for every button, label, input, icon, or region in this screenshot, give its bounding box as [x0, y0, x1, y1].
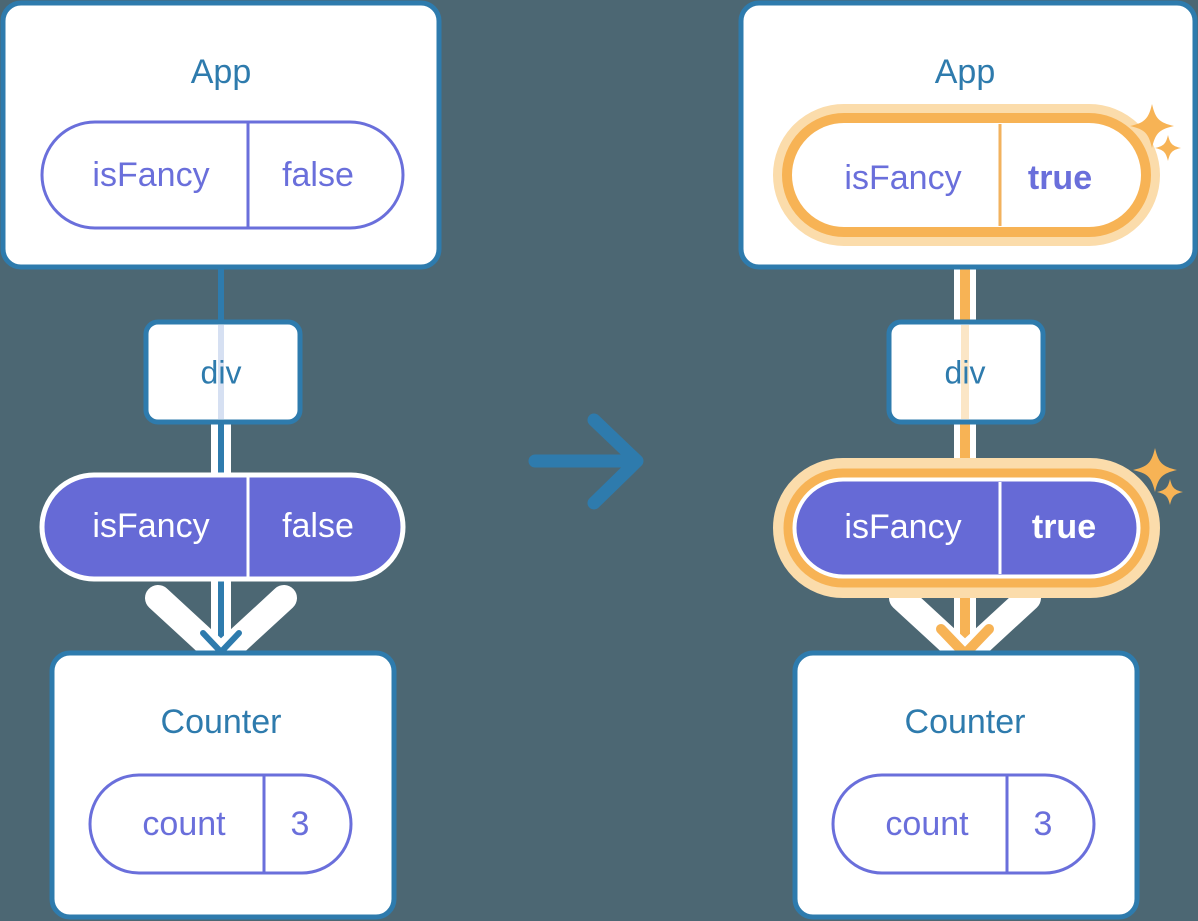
pill-value-label: false	[282, 156, 354, 194]
div-node-after: div	[886, 319, 1046, 425]
pill-value-label: 3	[1034, 805, 1053, 843]
transition-arrow-right-icon	[528, 413, 644, 510]
div-node-before: div	[143, 319, 303, 425]
counter-state-pill-before: count 3	[88, 773, 353, 875]
pill-body	[793, 478, 1140, 578]
pill-highlight-glow	[773, 104, 1160, 246]
after-panel: App isFancy true div	[738, 0, 1198, 920]
counter-state-pill-after: count 3	[831, 773, 1096, 875]
app-card-title-after: App	[935, 53, 996, 91]
pill-key-label: count	[142, 805, 226, 843]
pill-key-label: isFancy	[92, 156, 209, 194]
div-label: div	[945, 354, 986, 390]
div-label: div	[201, 354, 242, 390]
app-card-title-before: App	[191, 53, 252, 91]
prop-pill-before: isFancy false	[39, 472, 406, 582]
pill-body	[88, 773, 353, 875]
pill-value-label: true	[1032, 508, 1096, 546]
pill-highlight-glow	[773, 458, 1160, 598]
pill-key-label: isFancy	[844, 159, 961, 197]
pill-body	[831, 773, 1096, 875]
counter-card-title-after: Counter	[905, 703, 1026, 741]
pill-body	[40, 120, 405, 230]
app-state-pill-before: isFancy false	[40, 120, 405, 230]
pill-key-label: isFancy	[92, 507, 209, 545]
sparkle-small-mid-icon	[1157, 479, 1183, 505]
app-state-pill-after: isFancy true	[773, 104, 1160, 246]
pill-key-label: isFancy	[844, 508, 961, 546]
pill-value-label: true	[1028, 159, 1092, 197]
pill-key-label: count	[885, 805, 969, 843]
pill-value-label: 3	[291, 805, 310, 843]
pill-value-label: false	[282, 507, 354, 545]
pill-body	[39, 472, 406, 582]
pill-highlight-ring	[782, 113, 1151, 237]
prop-pill-after: isFancy true	[773, 458, 1160, 598]
before-panel: App isFancy false div isFancy false Coun…	[0, 0, 442, 920]
counter-card-title-before: Counter	[161, 703, 282, 741]
